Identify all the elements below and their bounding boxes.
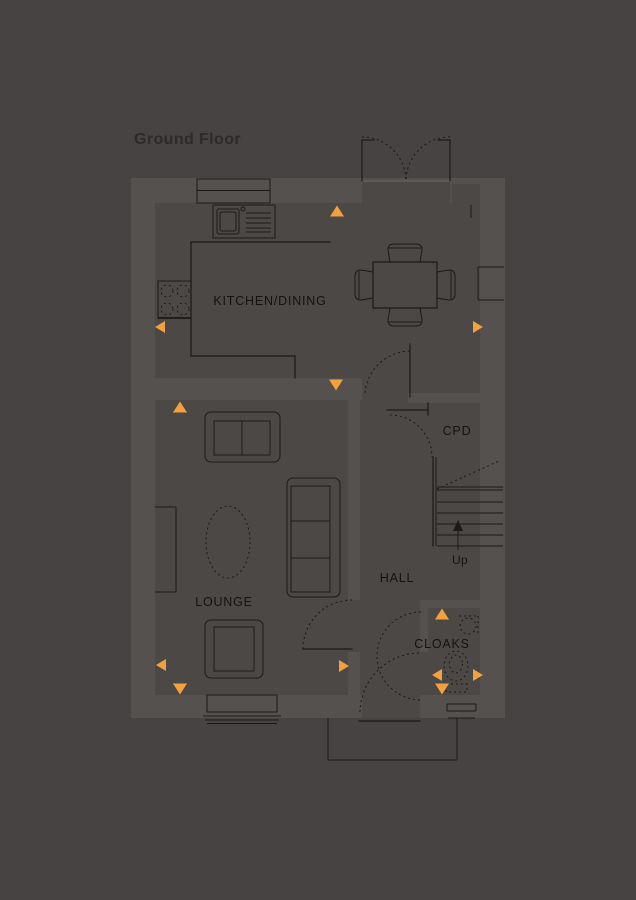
sofa-icon — [204, 411, 281, 463]
front-door-icon — [358, 652, 421, 722]
view-arrow-lounge-up — [173, 401, 187, 413]
toilet-icon — [443, 650, 469, 693]
view-arrow-lounge-left — [156, 659, 166, 671]
room-label-cpd: CPD — [442, 424, 472, 438]
room-label-kitchen-dining: KITCHEN/DINING — [213, 294, 327, 308]
kitchen-fixtures — [157, 204, 331, 379]
view-arrow-kitchen-right — [473, 321, 483, 333]
view-arrow-lounge-right — [339, 660, 349, 672]
armchair-icon — [204, 619, 264, 679]
lounge-bay-window-icon — [203, 694, 281, 724]
dining-table-icon — [354, 243, 456, 327]
sink-icon — [212, 204, 276, 239]
view-arrow-cloaks-up — [435, 608, 449, 620]
cloaks-window-icon — [446, 703, 477, 719]
room-label-hall: HALL — [379, 571, 415, 585]
stairs-up-label: Up — [452, 553, 468, 567]
view-arrow-kitchen-down — [329, 379, 343, 391]
lounge-door-icon — [302, 599, 353, 650]
room-label-lounge: LOUNGE — [195, 595, 253, 609]
lounge-furniture — [204, 411, 341, 679]
interior-walls — [155, 205, 505, 695]
cloaks-fixtures — [443, 615, 479, 693]
view-arrow-kitchen-left — [155, 321, 165, 333]
coffee-table-icon — [205, 505, 251, 579]
doors — [302, 136, 451, 722]
view-arrow-kitchen-up — [330, 205, 344, 217]
stairs-up-arrow-icon — [453, 520, 463, 550]
french-doors-icon — [361, 136, 451, 182]
view-arrow-lounge-down — [173, 683, 187, 695]
porch-outline — [327, 718, 458, 761]
view-arrow-cloaks-left — [432, 669, 442, 681]
room-label-cloaks: CLOAKS — [414, 637, 470, 651]
cpd-door-icon — [386, 402, 433, 458]
floor-title: Ground Floor — [134, 131, 242, 148]
dining-window-icon — [477, 266, 504, 301]
windows — [155, 178, 504, 724]
stairs — [432, 456, 503, 550]
kitchen-window-icon — [196, 178, 271, 204]
view-arrow-cloaks-down — [435, 683, 449, 695]
basin-icon — [459, 615, 479, 635]
hob-icon — [157, 280, 192, 319]
sofa-2-icon — [286, 477, 341, 598]
lounge-side-window-icon — [155, 506, 177, 593]
view-arrow-cloaks-right — [473, 669, 483, 681]
kitchen-hall-door-icon — [364, 343, 411, 398]
